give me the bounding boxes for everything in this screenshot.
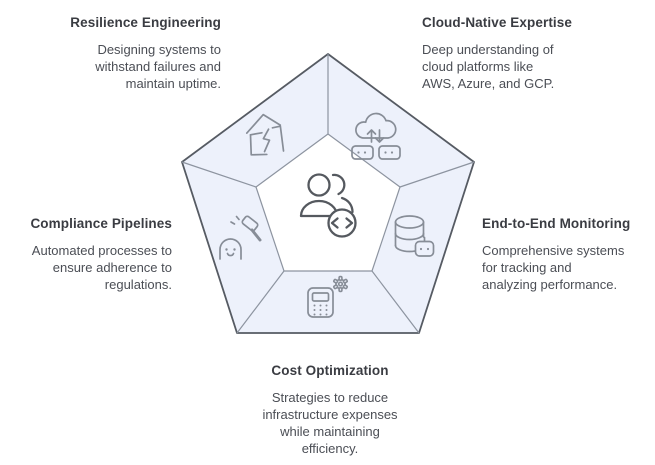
segment-description: Strategies to reduce infrastructure expe… [262,390,398,456]
segment-label-cost: Cost Optimization Strategies to reduce i… [222,363,438,457]
segment-label-cloud-native: Cloud-Native Expertise Deep understandin… [422,15,607,92]
segment-label-monitoring: End-to-End Monitoring Comprehensive syst… [482,216,655,293]
segment-title: End-to-End Monitoring [482,216,631,231]
team-code-icon [299,173,357,238]
segment-description: Deep understanding of cloud platforms li… [422,42,555,91]
segment-description: Designing systems to withstand failures … [95,42,221,91]
segment-description: Automated processes to ensure adherence … [31,243,172,292]
segment-label-compliance: Compliance Pipelines Automated processes… [12,216,172,293]
segment-title: Cost Optimization [271,363,389,378]
calculator-gear-icon [307,275,348,318]
segment-title: Compliance Pipelines [30,216,172,231]
segment-description: Comprehensive systems for tracking and a… [482,243,625,292]
segment-title: Cloud-Native Expertise [422,15,572,30]
gavel-figure-icon [219,215,262,260]
segment-label-resilience: Resilience Engineering Designing systems… [51,15,221,92]
cloud-sync-nodes-icon [351,112,401,160]
broken-house-lightning-icon [245,113,285,156]
database-monitor-icon [394,215,435,257]
segment-title: Resilience Engineering [70,15,221,30]
